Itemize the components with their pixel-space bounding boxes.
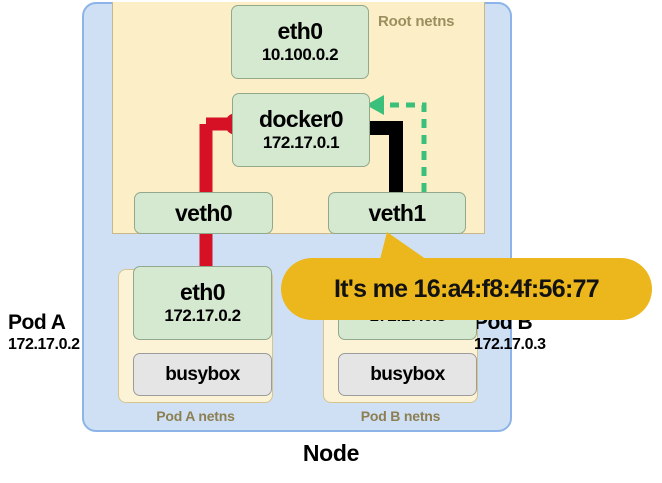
interface-name: eth0 [180, 278, 226, 305]
container-pod-a-busybox[interactable]: busybox [133, 353, 272, 396]
pod-a-ip: 172.17.0.2 [8, 335, 80, 353]
interface-root-eth0[interactable]: eth0 10.100.0.2 [231, 5, 369, 79]
container-pod-b-busybox[interactable]: busybox [338, 353, 477, 396]
interface-name: veth1 [368, 199, 426, 226]
interface-name: eth0 [277, 17, 324, 44]
callout-bubble[interactable]: It's me 16:a4:f8:4f:56:77 [281, 258, 652, 320]
interface-veth0[interactable]: veth0 [134, 192, 273, 234]
interface-name: docker0 [258, 105, 344, 132]
container-name: busybox [370, 363, 445, 385]
node-label: Node [302, 440, 360, 466]
interface-veth1[interactable]: veth1 [328, 192, 466, 234]
interface-name: veth0 [174, 199, 233, 226]
pod-b-ip: 172.17.0.3 [474, 335, 546, 353]
pod-a-title: Pod A [8, 311, 66, 334]
pod-a-netns-label: Pod A netns [156, 408, 235, 424]
pod-b-netns-label: Pod B netns [360, 408, 441, 424]
interface-ip: 10.100.0.2 [261, 44, 339, 64]
interface-ip: 172.17.0.1 [262, 132, 340, 152]
callout-text: It's me 16:a4:f8:4f:56:77 [334, 274, 600, 303]
interface-docker0[interactable]: docker0 172.17.0.1 [232, 93, 370, 167]
interface-pod-a-eth0[interactable]: eth0 172.17.0.2 [133, 266, 272, 340]
container-name: busybox [165, 363, 240, 385]
interface-ip: 172.17.0.2 [164, 305, 241, 325]
pod-a-caption: Pod A 172.17.0.2 [8, 311, 104, 354]
root-netns-label: Root netns [378, 13, 455, 30]
